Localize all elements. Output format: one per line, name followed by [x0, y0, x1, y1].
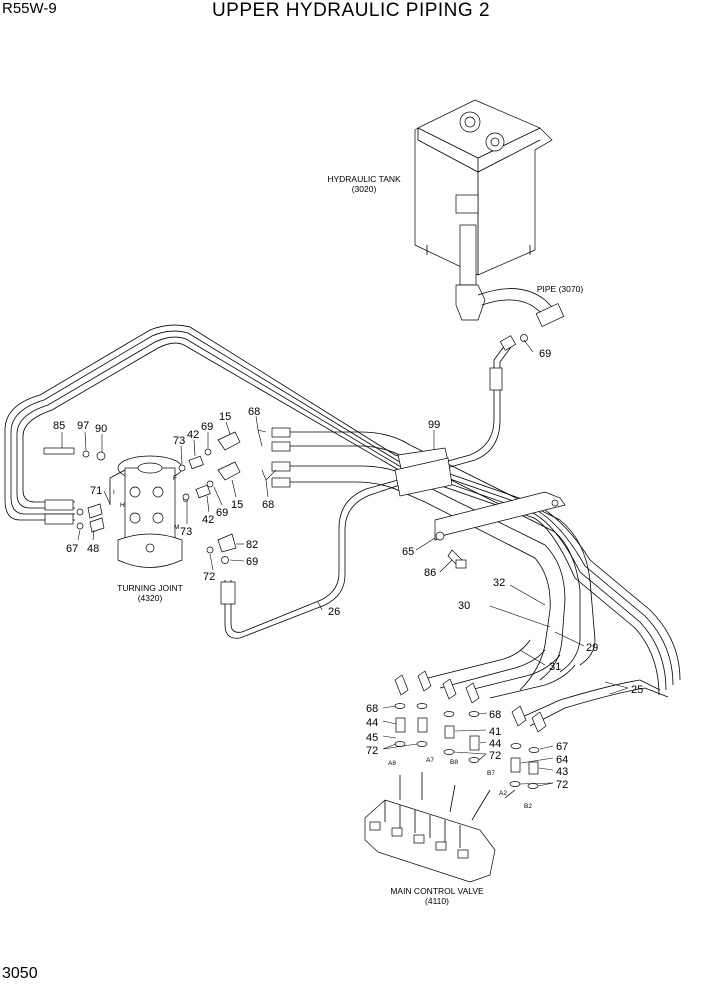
callout-44-valve-left: 44 — [366, 717, 378, 729]
callout-42-lower: 42 — [202, 514, 214, 526]
callout-64: 64 — [556, 754, 568, 766]
pipe-label: PIPE (3070) — [537, 284, 583, 294]
callout-72-valve-mid: 72 — [489, 750, 501, 762]
return-hose — [414, 334, 528, 477]
main-control-valve-code: (4110) — [425, 896, 449, 906]
callout-68-upper: 68 — [248, 406, 260, 418]
turning-joint-drawing — [109, 455, 183, 568]
callout-72-valve-right: 72 — [556, 779, 568, 791]
callout-68-lower: 68 — [262, 499, 274, 511]
callout-69-tank: 69 — [539, 348, 551, 360]
port-a7-label: A7 — [426, 757, 434, 764]
port-b7-label: B7 — [487, 770, 495, 777]
hydraulic-tank-drawing — [414, 99, 565, 327]
page-title: UPPER HYDRAULIC PIPING 2 — [211, 0, 491, 21]
hydraulic-tank-label: HYDRAULIC TANK — [327, 174, 401, 184]
port-b2-label: B2 — [524, 803, 532, 810]
callout-90: 90 — [95, 423, 107, 435]
callout-26: 26 — [328, 606, 340, 618]
hydraulic-tank-code: (3020) — [352, 184, 377, 194]
main-control-valve-drawing — [364, 772, 516, 883]
callout-73-lower: 73 — [180, 526, 192, 538]
callout-71: 71 — [90, 485, 102, 497]
callout-69-m-port: 69 — [246, 556, 258, 568]
swivel-fittings — [43, 431, 241, 564]
callout-44-valve-mid: 44 — [489, 738, 501, 750]
callout-65: 65 — [402, 546, 414, 558]
port-h-label: H — [120, 502, 125, 509]
callout-69-lower: 69 — [216, 507, 228, 519]
callouts: 99 69 85 97 90 73 42 69 15 68 71 67 48 7… — [53, 348, 643, 791]
callout-32: 32 — [493, 577, 505, 589]
port-m-label: M — [174, 524, 179, 531]
callout-97: 97 — [77, 420, 89, 432]
callout-67-valve: 67 — [556, 741, 568, 753]
callout-43: 43 — [556, 766, 568, 778]
hose-fittings-upper — [44, 427, 291, 525]
port-i-label: I — [113, 489, 115, 496]
main-control-valve-label: MAIN CONTROL VALVE — [390, 886, 484, 896]
port-g-label: G — [183, 497, 188, 504]
callout-45: 45 — [366, 732, 378, 744]
callout-85: 85 — [53, 420, 65, 432]
callout-99: 99 — [428, 419, 440, 431]
page-number: 3050 — [2, 965, 38, 982]
callout-86: 86 — [424, 567, 436, 579]
port-a8-label: A8 — [388, 760, 396, 767]
leader-lines — [61, 339, 629, 787]
callout-72-valve-left: 72 — [366, 745, 378, 757]
callout-25: 25 — [631, 684, 643, 696]
port-a2-label: A2 — [499, 790, 507, 797]
turning-joint-code: (4320) — [138, 593, 163, 603]
port-f-label: F — [173, 475, 177, 482]
callout-82: 82 — [246, 539, 258, 551]
pipe-clamp — [394, 447, 453, 497]
callout-15-lower: 15 — [231, 499, 243, 511]
callout-29: 29 — [586, 642, 598, 654]
callout-68-valve-left: 68 — [366, 703, 378, 715]
callout-48: 48 — [87, 543, 99, 555]
callout-30: 30 — [458, 600, 470, 612]
port-b8-label: B8 — [450, 759, 458, 766]
callout-15-upper: 15 — [219, 411, 231, 423]
model-number: R55W-9 — [2, 0, 57, 17]
callout-72-m-port: 72 — [203, 571, 215, 583]
valve-fittings — [394, 670, 547, 789]
turning-joint-label: TURNING JOINT — [117, 583, 183, 593]
pipe-bundle — [4, 324, 681, 727]
callout-73-upper: 73 — [173, 435, 185, 447]
support-bracket — [434, 491, 566, 569]
callout-67-swivel: 67 — [66, 543, 78, 555]
callout-31: 31 — [549, 661, 561, 673]
callout-41: 41 — [489, 726, 501, 738]
callout-69-upper: 69 — [201, 421, 213, 433]
callout-68-valve-mid: 68 — [489, 709, 501, 721]
callout-42-upper: 42 — [187, 429, 199, 441]
